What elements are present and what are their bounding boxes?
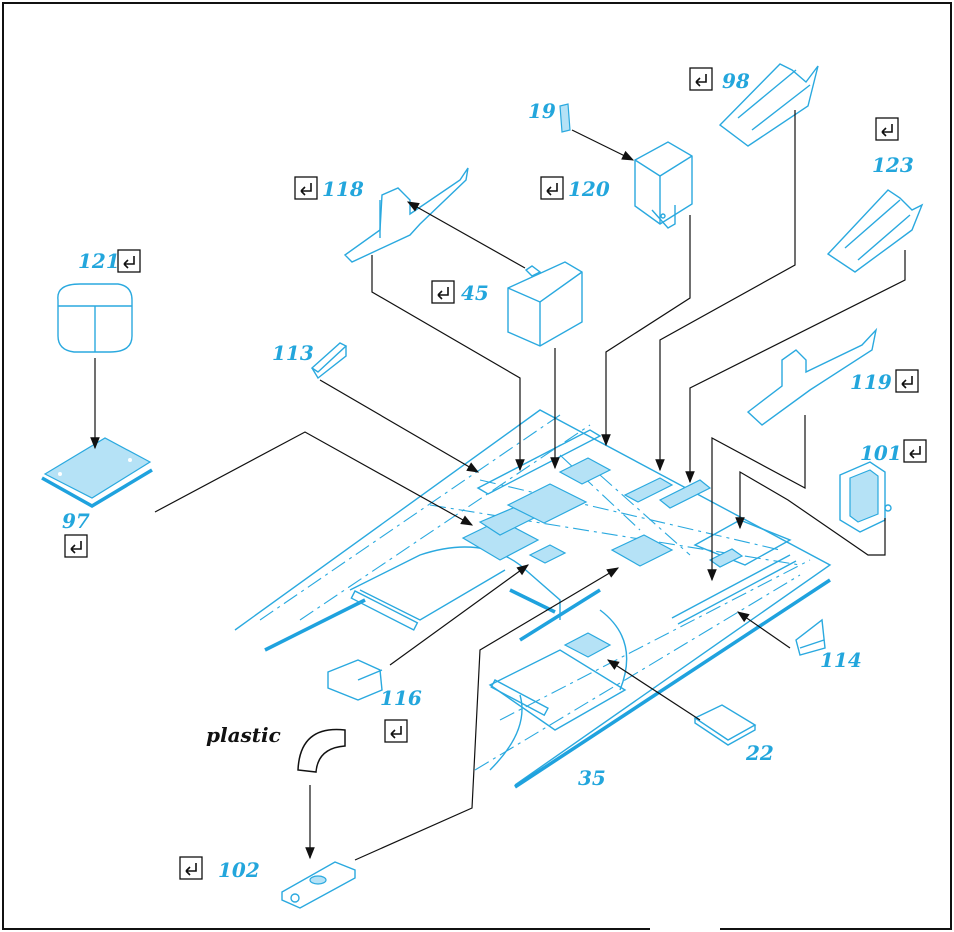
label-121: 121: [78, 249, 120, 273]
label-113: 113: [272, 341, 314, 365]
part-118-bracket: [343, 167, 469, 263]
check-icon: [384, 719, 408, 743]
check-icon: [294, 176, 318, 200]
check-icon: [875, 117, 899, 141]
part-114: [795, 618, 826, 656]
check-icon: [64, 534, 88, 558]
check-icon: [431, 280, 455, 304]
part-116: [327, 659, 383, 701]
label-119: 119: [850, 370, 892, 394]
part-119-bracket: [746, 327, 878, 426]
part-97-plate: [41, 437, 153, 509]
check-icon: [895, 369, 919, 393]
part-22-plate: [693, 704, 757, 746]
part-101-hatch: [839, 461, 892, 533]
label-22: 22: [745, 741, 774, 765]
label-114: 114: [820, 648, 862, 672]
part-120-block: [634, 141, 693, 229]
label-97: 97: [62, 509, 90, 533]
label-120: 120: [568, 177, 610, 201]
part-123-guide: [826, 189, 924, 273]
label-123: 123: [872, 153, 914, 177]
label-116: 116: [380, 686, 422, 710]
hull-floor-35: [234, 409, 832, 789]
check-icon: [689, 67, 713, 91]
label-45: 45: [461, 281, 489, 305]
label-118: 118: [322, 177, 364, 201]
label-plastic: plastic: [206, 723, 281, 747]
check-icon: [117, 249, 141, 273]
part-98-guide: [718, 63, 819, 147]
leader-lines: [90, 110, 906, 861]
plastic-tube: [297, 728, 346, 773]
part-113: [310, 342, 348, 380]
check-icon: [179, 856, 203, 880]
label-98: 98: [722, 69, 750, 93]
part-45-box: [507, 261, 583, 347]
label-102: 102: [218, 858, 260, 882]
label-101: 101: [860, 441, 902, 465]
part-121-cube: [57, 283, 133, 353]
check-icon: [540, 176, 564, 200]
part-102-bracket: [281, 861, 356, 909]
check-icon: [903, 439, 927, 463]
label-35: 35: [578, 766, 606, 790]
label-19: 19: [528, 99, 556, 123]
part-19: [559, 103, 571, 133]
